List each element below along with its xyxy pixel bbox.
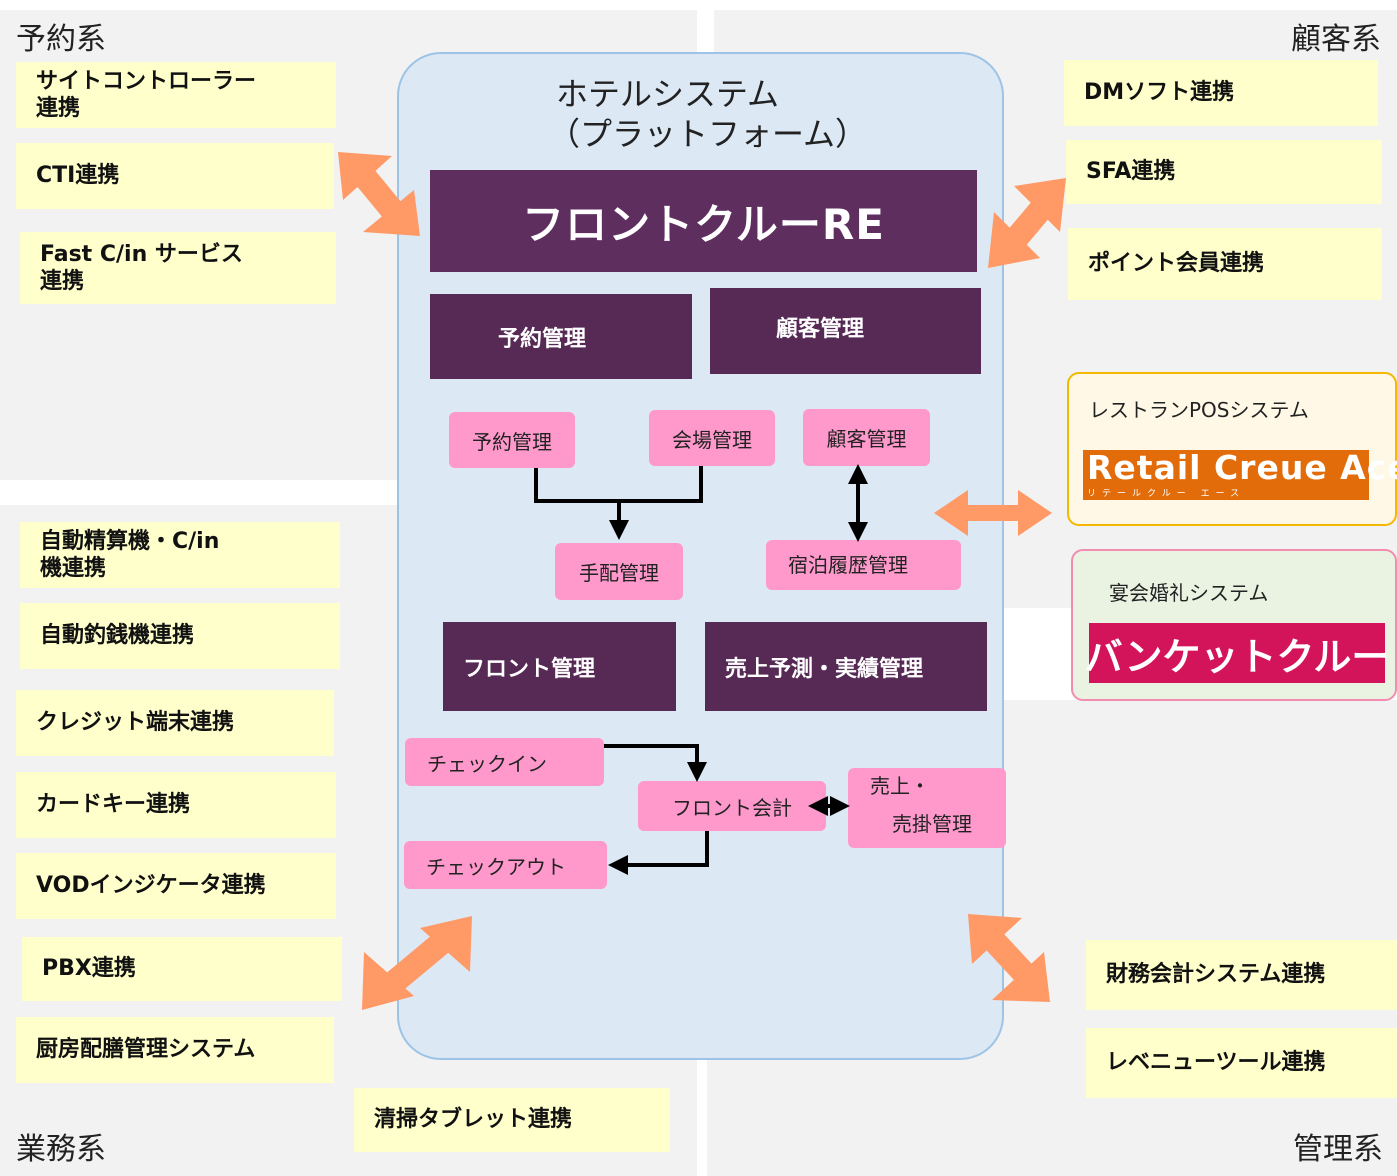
- link-revenue-tool: レベニューツール連携: [1086, 1028, 1397, 1098]
- orange-arrow-restaurant-head1: [934, 490, 968, 536]
- platform-title-line1: ホテルシステム: [556, 75, 780, 113]
- link-site-controller: サイトコントローラー 連携: [16, 62, 336, 128]
- link-fast-checkin: Fast C/in サービス 連携: [20, 232, 336, 304]
- module-customer: 顧客管理: [710, 288, 981, 374]
- link-cleaning-tablet: 清掃タブレット連携: [354, 1088, 670, 1152]
- platform-title-line2: （プラットフォーム）: [548, 115, 868, 153]
- orange-arrow-operation-head1: [362, 952, 414, 1010]
- link-auto-checkout: 自動精算機・C/in 機連携: [20, 522, 340, 588]
- banquet-logo-text: バンケットクルー: [1084, 634, 1390, 679]
- node-sales-line1: 売上・: [870, 774, 930, 798]
- banquet-logo: バンケットクルー: [1085, 623, 1389, 683]
- quadrant-label-reservation: 予約系: [16, 22, 106, 57]
- node-checkout: チェックアウト: [404, 841, 607, 889]
- link-cti: CTI連携: [16, 143, 334, 209]
- link-kitchen: 厨房配膳管理システム: [16, 1017, 334, 1083]
- link-point-member: ポイント会員連携: [1068, 228, 1382, 300]
- restaurant-pos-label: レストランPOSシステム: [1089, 398, 1309, 422]
- module-sales-forecast: 売上予測・実績管理: [705, 622, 987, 711]
- link-pbx: PBX連携: [22, 937, 342, 1001]
- node-arrangement: 手配管理: [555, 543, 683, 600]
- orange-arrow-operation-head2: [420, 916, 472, 972]
- link-card-key: カードキー連携: [16, 772, 336, 838]
- node-customer: 顧客管理: [803, 409, 930, 466]
- quadrant-label-operation: 業務系: [16, 1132, 106, 1167]
- node-stay-history: 宿泊履歴管理: [766, 540, 961, 590]
- link-auto-change: 自動釣銭機連携: [20, 603, 340, 669]
- node-checkin: チェックイン: [405, 738, 604, 786]
- restaurant-logo-text: Retail Creue Ace: [1087, 448, 1397, 487]
- module-reservation: 予約管理: [430, 294, 692, 379]
- restaurant-logo-subtext: リテールクルー エース: [1087, 489, 1246, 499]
- banquet-label: 宴会婚礼システム: [1109, 581, 1269, 605]
- node-sales-receivable: 売上・ 売掛管理: [848, 768, 1006, 848]
- connector-reservation-venue-to-arrangement: [534, 466, 703, 530]
- link-vod-indicator: VODインジケータ連携: [16, 853, 336, 919]
- node-reservation: 予約管理: [449, 412, 575, 468]
- orange-arrow-management-head1: [968, 914, 1022, 964]
- connector-accounting-to-checkout: [608, 831, 709, 875]
- restaurant-pos-panel: レストランPOSシステム Retail Creue Ace リテールクルー エー…: [1067, 372, 1397, 526]
- module-front: フロント管理: [443, 622, 676, 711]
- orange-arrow-customer-head2: [1014, 178, 1066, 232]
- orange-arrow-restaurant-head2: [1018, 490, 1052, 536]
- link-dm-soft: DMソフト連携: [1064, 60, 1378, 126]
- orange-arrow-reservation-head1: [338, 152, 392, 200]
- product-name: フロントクルーRE: [522, 199, 885, 249]
- node-venue: 会場管理: [649, 410, 775, 466]
- banquet-panel: 宴会婚礼システム バンケットクルー: [1071, 549, 1397, 701]
- orange-arrow-management-head2: [992, 952, 1050, 1002]
- quadrant-label-management: 管理系: [1293, 1132, 1383, 1167]
- link-financial-accounting: 財務会計システム連携: [1086, 940, 1397, 1010]
- orange-arrow-reservation-head2: [363, 190, 420, 236]
- connector-checkin-to-accounting: [604, 744, 707, 782]
- quadrant-label-customer: 顧客系: [1291, 22, 1381, 57]
- node-sales-line2: 売掛管理: [892, 812, 972, 836]
- node-front-accounting: フロント会計: [638, 781, 826, 831]
- link-credit-terminal: クレジット端末連携: [16, 690, 334, 756]
- orange-arrow-customer-head1: [988, 212, 1040, 268]
- product-banner: フロントクルーRE: [430, 170, 977, 272]
- link-sfa: SFA連携: [1066, 140, 1382, 204]
- restaurant-logo: Retail Creue Ace リテールクルー エース: [1083, 448, 1397, 500]
